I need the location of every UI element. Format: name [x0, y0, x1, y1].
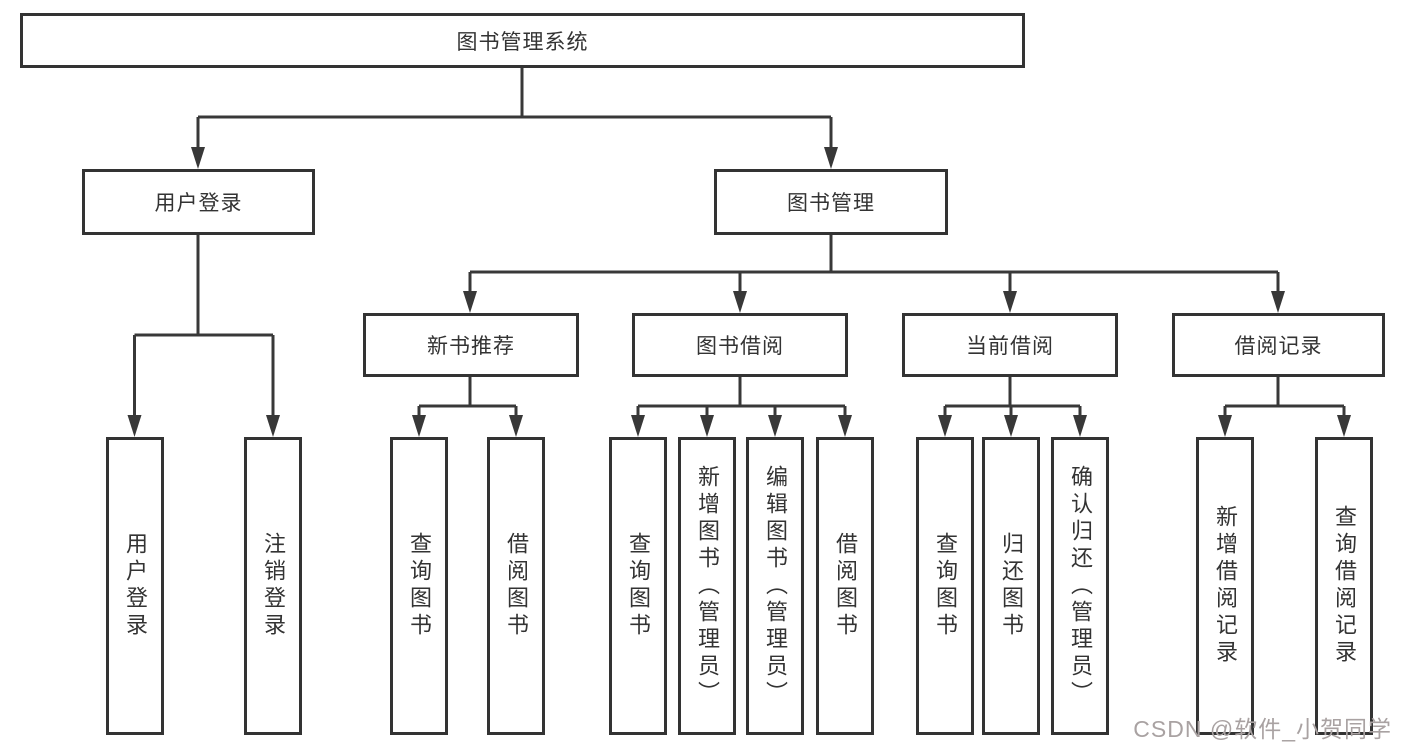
node-root-label: 图书管理系统: [456, 30, 589, 54]
leaf-user-login: 用户登录: [106, 437, 164, 735]
node-user-login: 用户登录: [82, 169, 315, 235]
leaf-query-books-recommend: 查询图书: [390, 437, 448, 735]
leaf-confirm-return-admin: 确认归还（管理员）: [1051, 437, 1109, 735]
leaf-logout: 注销登录: [244, 437, 302, 735]
node-current-borrowing: 当前借阅: [902, 313, 1118, 377]
node-root: 图书管理系统: [20, 13, 1025, 68]
leaf-add-books-admin: 新增图书（管理员）: [678, 437, 736, 735]
leaf-return-books-label: 归还图书: [999, 532, 1024, 640]
leaf-query-borrow-record-label: 查询借阅记录: [1332, 505, 1357, 667]
leaf-borrow-books-label: 借阅图书: [833, 532, 858, 640]
leaf-add-books-admin-label: 新增图书（管理员）: [695, 464, 720, 708]
leaf-borrow-books-recommend-label: 借阅图书: [504, 532, 529, 640]
leaf-borrow-books-recommend: 借阅图书: [487, 437, 545, 735]
csdn-watermark: CSDN @软件_小贺同学: [1133, 716, 1392, 742]
leaf-add-borrow-record: 新增借阅记录: [1196, 437, 1254, 735]
leaf-add-borrow-record-label: 新增借阅记录: [1213, 505, 1238, 667]
leaf-return-books: 归还图书: [982, 437, 1040, 735]
node-book-management-label: 图书管理: [787, 192, 875, 215]
node-borrowing-records-label: 借阅记录: [1234, 335, 1323, 358]
node-new-book-recommend: 新书推荐: [363, 313, 579, 377]
leaf-logout-label: 注销登录: [261, 532, 286, 640]
node-user-login-label: 用户登录: [154, 192, 243, 215]
leaf-edit-books-admin: 编辑图书（管理员）: [746, 437, 804, 735]
leaf-query-books-current: 查询图书: [916, 437, 974, 735]
leaf-confirm-return-admin-label: 确认归还（管理员）: [1068, 464, 1093, 708]
node-borrowing-records: 借阅记录: [1172, 313, 1385, 377]
leaf-user-login-label: 用户登录: [123, 532, 148, 640]
leaf-query-books-current-label: 查询图书: [933, 532, 958, 640]
node-book-borrowing-label: 图书借阅: [696, 335, 784, 358]
node-book-management: 图书管理: [714, 169, 948, 235]
node-new-book-recommend-label: 新书推荐: [427, 335, 515, 358]
leaf-borrow-books: 借阅图书: [816, 437, 874, 735]
leaf-query-books-borrowing: 查询图书: [609, 437, 667, 735]
node-book-borrowing: 图书借阅: [632, 313, 848, 377]
leaf-query-books-borrowing-label: 查询图书: [626, 532, 651, 640]
leaf-query-books-recommend-label: 查询图书: [407, 532, 432, 640]
leaf-edit-books-admin-label: 编辑图书（管理员）: [763, 464, 788, 708]
node-current-borrowing-label: 当前借阅: [966, 335, 1054, 358]
leaf-query-borrow-record: 查询借阅记录: [1315, 437, 1373, 735]
